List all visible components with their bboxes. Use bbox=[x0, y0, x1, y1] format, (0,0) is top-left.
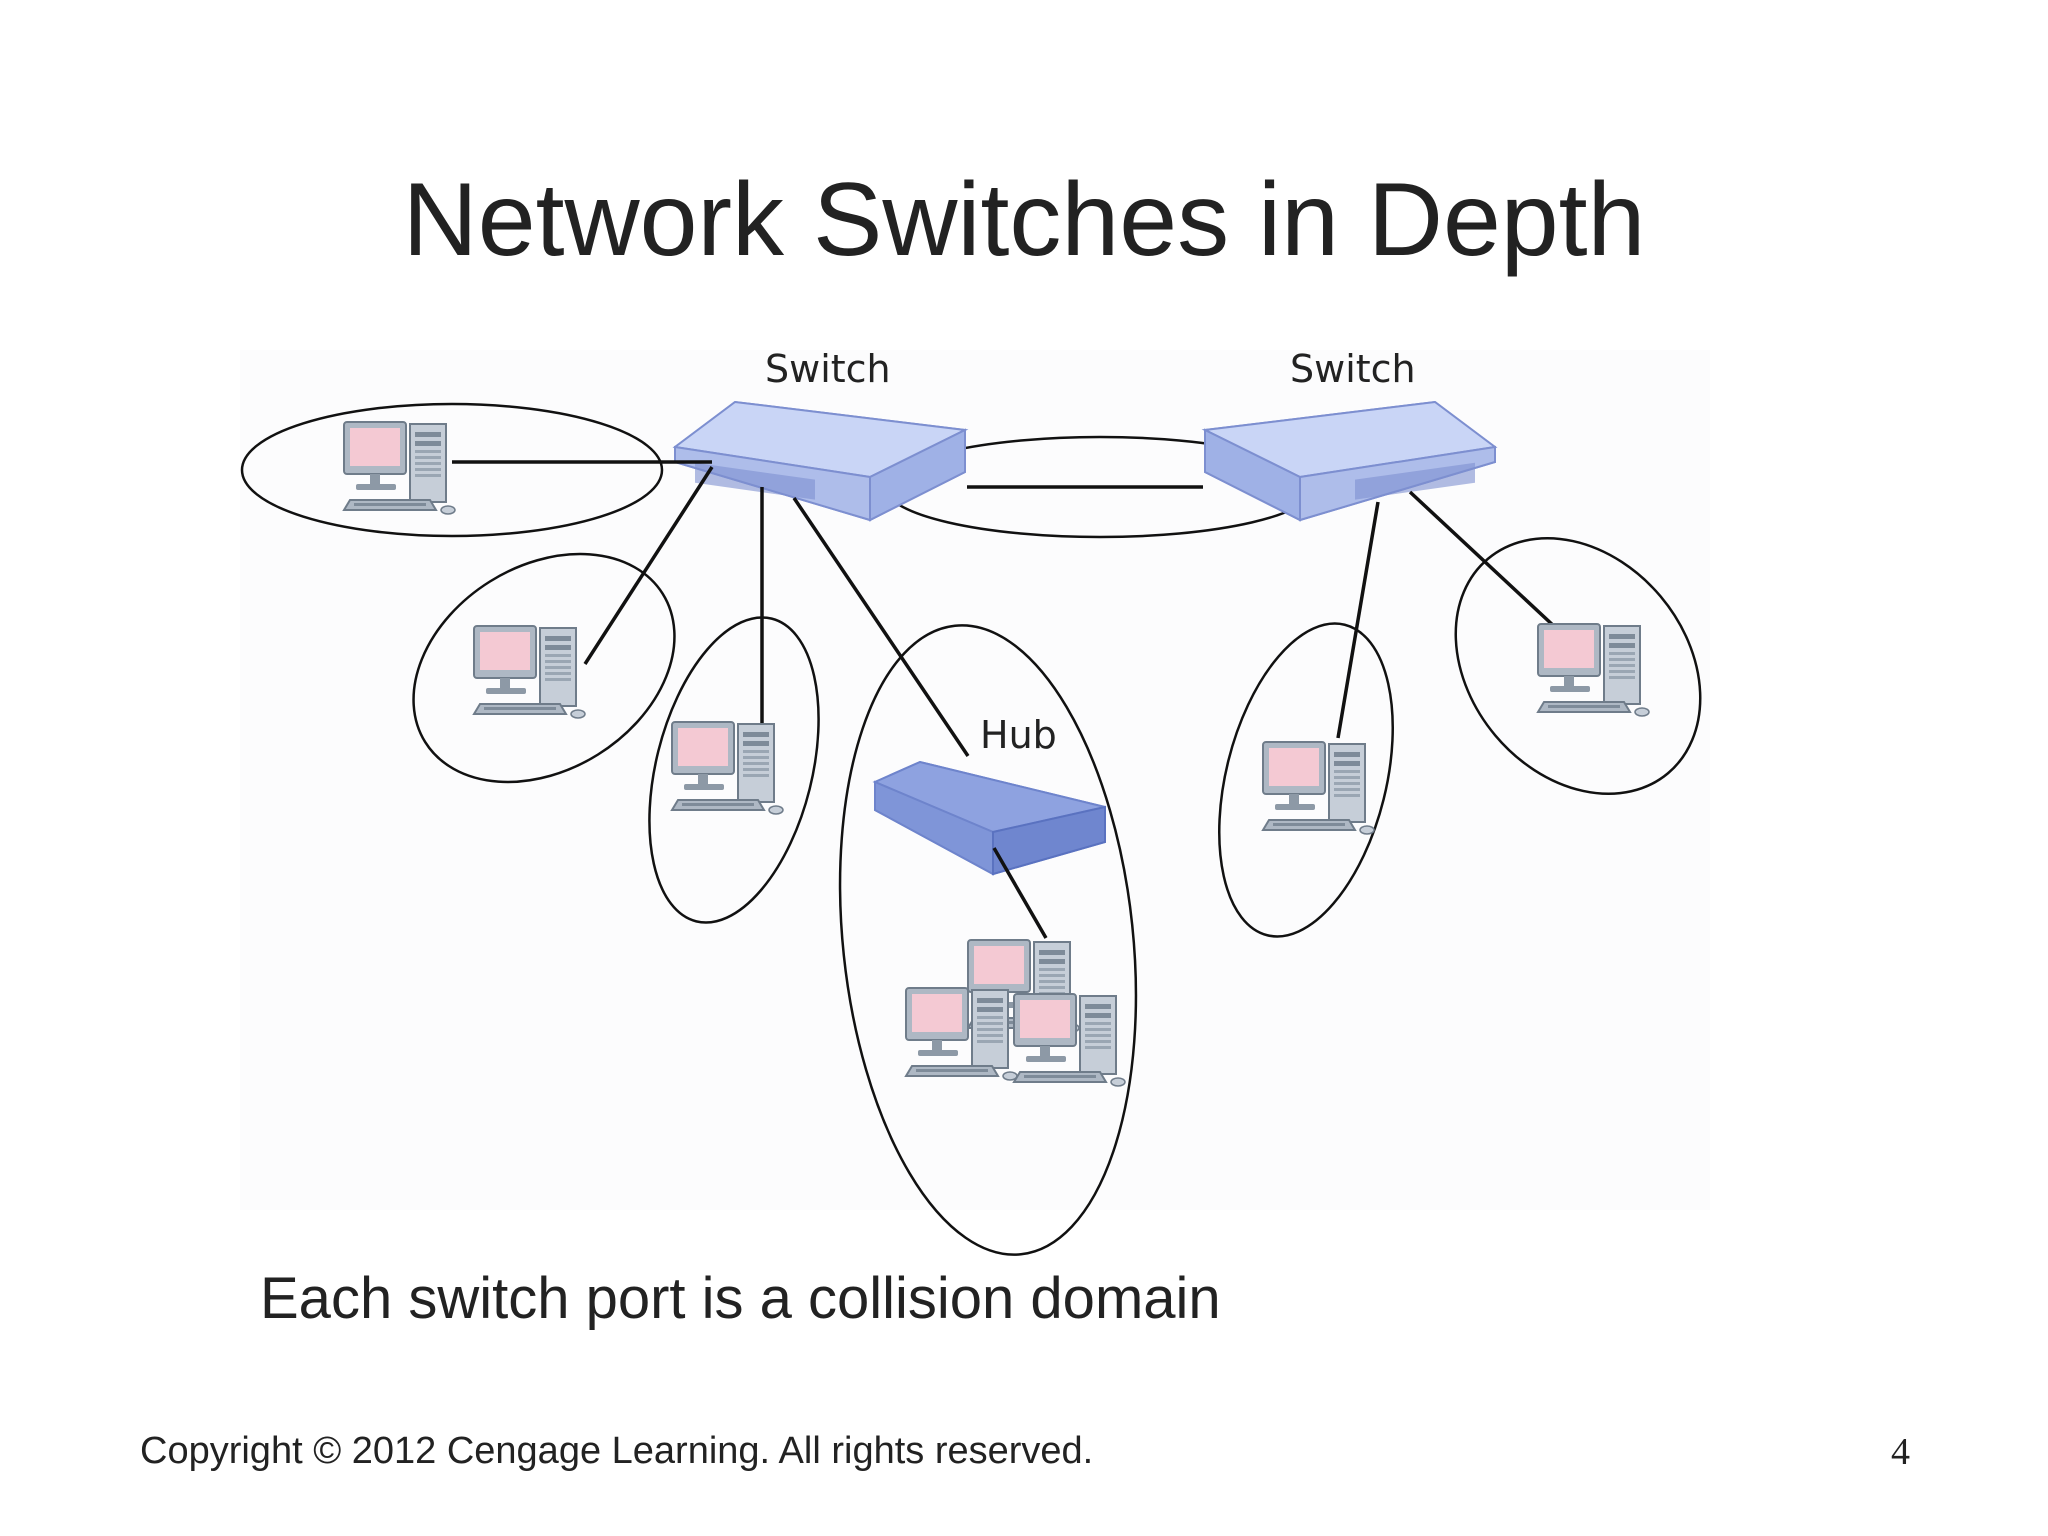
switch-icon bbox=[1204, 401, 1496, 521]
computer-icon bbox=[1537, 623, 1650, 717]
page-number: 4 bbox=[1891, 1431, 1910, 1473]
collision-domain-ellipse bbox=[412, 552, 676, 784]
hub-label: Hub bbox=[980, 713, 1057, 757]
slide-title: Network Switches in Depth bbox=[402, 162, 1646, 278]
computer-icon bbox=[473, 625, 586, 719]
copyright-footer: Copyright © 2012 Cengage Learning. All r… bbox=[140, 1430, 1094, 1472]
switch-label-right: Switch bbox=[1290, 347, 1416, 391]
collision-domain-ellipse bbox=[838, 624, 1138, 1256]
collision-domain-ellipse bbox=[240, 402, 664, 538]
collision-domain-ellipse bbox=[648, 616, 820, 924]
computer-icon bbox=[1013, 993, 1126, 1087]
collision-domain-ellipse bbox=[1454, 536, 1702, 796]
computer-icon bbox=[905, 987, 1018, 1081]
computer-icon bbox=[343, 421, 456, 515]
connection-lines bbox=[452, 460, 1558, 939]
collision-domain-ellipse bbox=[1218, 622, 1394, 938]
hub-icon bbox=[872, 760, 1106, 876]
switch-icon bbox=[674, 401, 966, 521]
computer-icon bbox=[671, 721, 784, 815]
slide-caption: Each switch port is a collision domain bbox=[260, 1266, 1221, 1331]
computer-icon bbox=[1262, 741, 1375, 835]
switch-label-left: Switch bbox=[765, 347, 891, 391]
